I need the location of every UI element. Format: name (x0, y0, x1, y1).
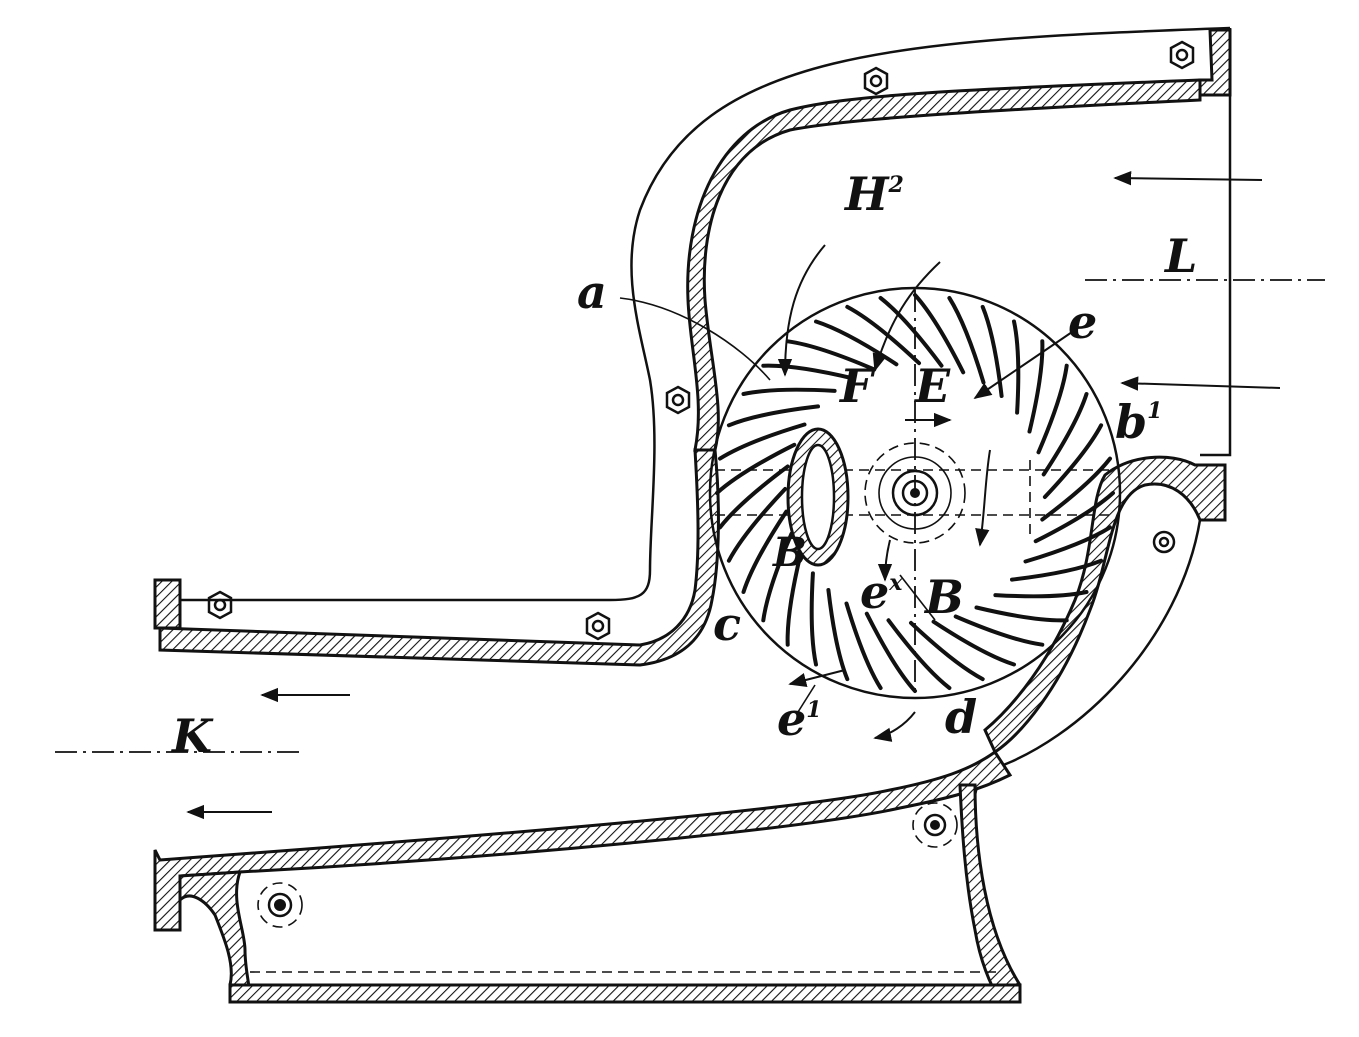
impeller-blade (1027, 339, 1045, 434)
impeller-blade (761, 363, 856, 381)
impeller-blade (993, 590, 1089, 599)
impeller-blade (844, 601, 883, 690)
impeller-blade (809, 571, 818, 667)
label-L: L (1163, 229, 1197, 283)
bolt-icon (1169, 40, 1195, 70)
label-K: K (170, 709, 214, 763)
impeller-blade (886, 618, 952, 690)
impeller-blade (761, 531, 794, 623)
impeller-blade (931, 619, 1016, 667)
label-E: E (913, 359, 951, 413)
label-ex: ex (860, 565, 903, 619)
label-d: d (945, 690, 977, 744)
bolt-icon (1152, 530, 1176, 554)
impeller-blade (1036, 363, 1069, 455)
impeller-blade (878, 296, 944, 368)
impeller-blade (953, 614, 1045, 647)
bolt-icon (207, 590, 233, 620)
bolt-icon (912, 802, 958, 848)
outlet-wall-bottom (153, 749, 1013, 932)
label-b1: b1 (1115, 395, 1162, 449)
impeller-blade (785, 552, 803, 647)
impeller-blade (1023, 525, 1112, 564)
label-a: a (577, 265, 607, 319)
bolt-icon (863, 66, 889, 96)
impeller-blade (1040, 456, 1112, 522)
pedestal-right (958, 783, 1022, 1002)
scroll-wall-left (158, 448, 720, 667)
casing-walls (153, 28, 1232, 1004)
label-F: F (838, 359, 876, 413)
outer-casing-outline (158, 26, 1232, 986)
bolt-icon (585, 611, 611, 641)
pedestal-left (178, 870, 252, 1002)
impeller-blade (741, 387, 837, 396)
label-B-small: B (772, 529, 807, 576)
impeller-blade (785, 339, 877, 372)
impeller-blade (1042, 423, 1104, 499)
bolt-icon (257, 882, 303, 928)
impeller (708, 286, 1122, 700)
impeller-blade (864, 611, 917, 693)
impeller-blade (980, 304, 1004, 398)
impeller-blade (909, 620, 985, 682)
impeller-blades (715, 293, 1115, 693)
impeller-blade (718, 422, 807, 461)
label-B-large: B (923, 570, 964, 624)
bolt-icon (665, 385, 691, 415)
impeller-blade (1033, 491, 1115, 544)
outlet-flange-top (153, 578, 182, 630)
impeller-blade (974, 605, 1069, 623)
scroll-wall-top (1198, 28, 1232, 97)
impeller-blade (718, 464, 790, 530)
impeller-blade (947, 296, 986, 385)
scroll-wall-lower (983, 455, 1227, 755)
label-H2: H2 (843, 167, 904, 221)
label-c: c (713, 597, 741, 651)
label-e-top: e (1068, 295, 1097, 349)
impeller-blade (726, 487, 788, 563)
impeller-blade (845, 304, 921, 366)
diagram-labels: H2 L a e F E b1 B B ex c K e1 d (170, 167, 1197, 763)
impeller-blade (1010, 558, 1104, 582)
impeller-blade (1041, 392, 1089, 477)
impeller-blade (1012, 319, 1021, 415)
impeller-blade (741, 509, 789, 594)
bolts (207, 40, 1195, 928)
impeller-blade (726, 404, 820, 428)
impeller-blade (826, 588, 850, 682)
center-lines (55, 279, 1325, 753)
pedestal-base (228, 983, 1022, 1004)
label-e1: e1 (777, 692, 822, 746)
impeller-blade (913, 293, 966, 375)
flow-arrows (186, 171, 1281, 820)
